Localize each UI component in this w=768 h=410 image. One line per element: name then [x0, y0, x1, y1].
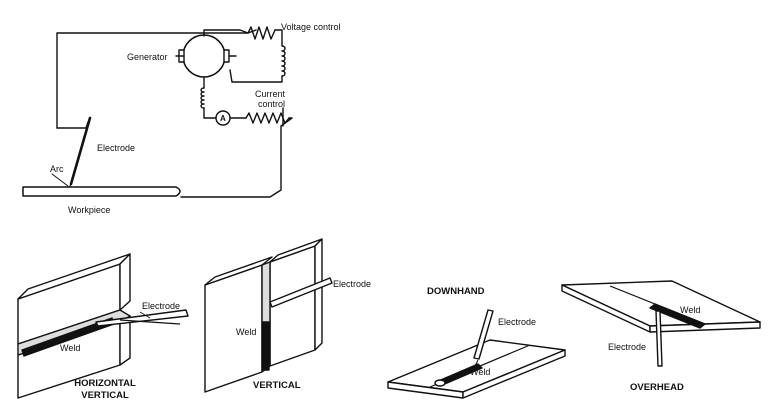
electrode-rod — [95, 309, 189, 327]
circuit-labels: Voltage control Generator Current contro… — [50, 22, 341, 215]
generator-label: Generator — [127, 52, 168, 62]
horizontal-vertical-position — [17, 253, 189, 399]
overhead-position — [561, 280, 761, 367]
weld-bead — [649, 303, 706, 329]
coil-return-wire — [229, 69, 283, 83]
generator-brush-right — [223, 49, 230, 63]
vertical-position — [204, 238, 333, 393]
workpiece — [22, 186, 181, 197]
weld-pool — [434, 379, 446, 387]
generator — [182, 34, 226, 78]
v-caption: VERTICAL — [253, 380, 301, 391]
voltage-control-resistor — [247, 26, 276, 40]
right-plate-side — [314, 238, 323, 351]
series-coil — [200, 87, 205, 109]
plate-side — [462, 349, 566, 399]
field-coil — [281, 45, 286, 77]
electrode-rod — [69, 116, 92, 186]
upper-plate-side — [119, 253, 131, 311]
downhand-position — [387, 309, 566, 399]
hv-caption-2: VERTICAL — [81, 390, 129, 401]
left-plate-top — [204, 256, 273, 286]
circuit-return-wire — [180, 117, 293, 198]
electrode-rod — [655, 310, 663, 367]
electrode-lead — [56, 121, 89, 129]
arc-label: Arc — [50, 164, 64, 174]
dh-weld-label: Weld — [470, 367, 490, 377]
voltage-control-label: Voltage control — [281, 22, 341, 32]
overhead-labels: Weld Electrode OVERHEAD — [608, 305, 700, 393]
oh-weld-label: Weld — [680, 305, 700, 315]
downhand-title: DOWNHAND — [427, 286, 485, 297]
plate-side — [649, 321, 761, 333]
dh-electrode-label: Electrode — [498, 317, 536, 327]
weld-bead — [262, 321, 270, 371]
current-control-label-2: control — [258, 99, 285, 109]
current-control-resistor — [245, 112, 290, 124]
hv-electrode-label: Electrode — [142, 301, 180, 311]
downhand-labels: DOWNHAND Electrode Weld — [427, 286, 536, 377]
vertical-labels: Electrode Weld VERTICAL — [236, 279, 371, 391]
horizontal-vertical-labels: Electrode Weld HORIZONTAL VERTICAL — [60, 301, 180, 401]
electrode-label: Electrode — [97, 143, 135, 153]
hv-caption-1: HORIZONTAL — [74, 378, 136, 389]
electrode-rod — [473, 309, 494, 360]
circuit-right-wire — [274, 29, 283, 47]
generator-top-wire — [203, 29, 249, 37]
v-weld-label: Weld — [236, 327, 256, 337]
welding-circuit — [22, 26, 293, 198]
oh-caption: OVERHEAD — [630, 382, 684, 393]
current-control-label-1: Current — [255, 89, 286, 99]
circuit-top-wire — [56, 29, 257, 129]
series-coil-wire — [203, 107, 217, 119]
ammeter-label: A — [220, 114, 226, 123]
v-electrode-label: Electrode — [333, 279, 371, 289]
oh-electrode-label: Electrode — [608, 342, 646, 352]
hv-weld-label: Weld — [60, 343, 80, 353]
electrode-rod — [269, 277, 333, 308]
right-plate-face — [269, 245, 316, 367]
workpiece-label: Workpiece — [68, 205, 110, 215]
